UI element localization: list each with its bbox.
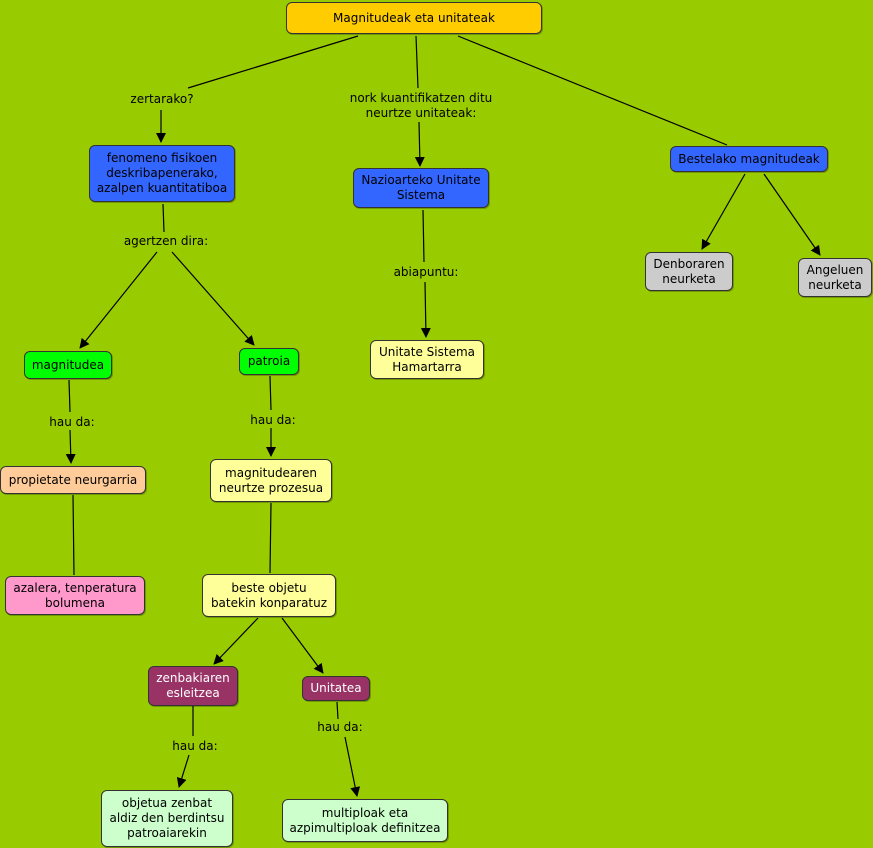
edge-unitatea-hauda xyxy=(336,701,339,720)
link-label-hauda-patroia: hau da: xyxy=(243,413,303,428)
concept-zenbakiaren-esleitzea[interactable]: zenbakiaren esleitzea xyxy=(148,666,238,706)
link-label-hauda-zenbakiaren: hau da: xyxy=(165,739,225,754)
concept-magnitudeak-eta-unitateak[interactable]: Magnitudeak eta unitateak xyxy=(286,2,542,34)
link-label-agertzen: agertzen dira: xyxy=(116,234,216,249)
edge-root-bestelako xyxy=(457,35,728,146)
concept-bestelako-magnitudeak[interactable]: Bestelako magnitudeak xyxy=(670,146,828,172)
edge-konparatuz-zenbakiaren xyxy=(213,617,259,665)
edge-agertzen-magnitudea xyxy=(79,251,158,349)
concept-nazioarteko-unitate-sistema[interactable]: Nazioarteko Unitate Sistema xyxy=(353,168,489,208)
concept-patroia[interactable]: patroia xyxy=(239,348,299,375)
concept-unitate-sistema-hamartarra[interactable]: Unitate Sistema Hamartarra xyxy=(370,340,484,379)
concept-fenomeno-fisikoen[interactable]: fenomeno fisikoen deskribapenerako, azal… xyxy=(89,145,235,202)
edge-fenomeno-agertzen xyxy=(162,203,165,233)
link-label-zertarako: zertarako? xyxy=(124,92,200,107)
concept-objetua-zenbat-aldiz[interactable]: objetua zenbat aldiz den berdintsu patro… xyxy=(101,790,233,847)
edge-neurtze-konparatuz xyxy=(269,502,272,574)
concept-angeluen-neurketa[interactable]: Angeluen neurketa xyxy=(798,258,872,297)
edge-hauda-objetua xyxy=(176,754,190,788)
concept-propietate-neurgarria[interactable]: propietate neurgarria xyxy=(0,466,146,494)
edge-hauda-multiploak xyxy=(344,736,361,797)
edge-magnitudea-hauda xyxy=(68,379,71,413)
link-label-abiapuntu: abiapuntu: xyxy=(386,265,466,280)
edge-agertzen-patroia xyxy=(171,251,255,346)
edge-propietate-azalera xyxy=(72,494,75,576)
edge-abiapuntu-hamartarra xyxy=(420,281,431,338)
edge-patroia-hauda xyxy=(269,375,272,411)
concept-beste-objetu-batekin-konparatuz[interactable]: beste objetu batekin konparatuz xyxy=(202,574,336,617)
edge-nork-nazioarteko xyxy=(414,121,425,167)
link-label-hauda-unitatea: hau da: xyxy=(310,720,370,735)
edge-hauda-propietate xyxy=(65,429,76,464)
edge-bestelako-angeluen xyxy=(763,173,821,256)
concept-magnitudearen-neurtze-prozesua[interactable]: magnitudearen neurtze prozesua xyxy=(210,459,332,502)
edge-root-nork xyxy=(415,35,419,89)
edge-konparatuz-unitatea xyxy=(281,617,324,674)
link-label-nork: nork kuantifikatzen ditu neurtze unitate… xyxy=(341,91,501,121)
edge-nazioarteko-abiapuntu xyxy=(422,209,425,263)
concept-denboraren-neurketa[interactable]: Denboraren neurketa xyxy=(645,252,733,291)
concept-unitatea[interactable]: Unitatea xyxy=(302,676,370,701)
edge-root-zertarako xyxy=(187,35,359,89)
concept-multiploak-eta-azpimultiploak[interactable]: multiploak eta azpimultiploak definitzea xyxy=(282,799,448,842)
edge-bestelako-denboraren xyxy=(701,173,746,250)
link-label-hauda-magnitudea: hau da: xyxy=(42,415,102,430)
concept-magnitudea[interactable]: magnitudea xyxy=(24,351,112,379)
concept-azalera-tenperatura-bolumena[interactable]: azalera, tenperatura bolumena xyxy=(5,576,145,615)
